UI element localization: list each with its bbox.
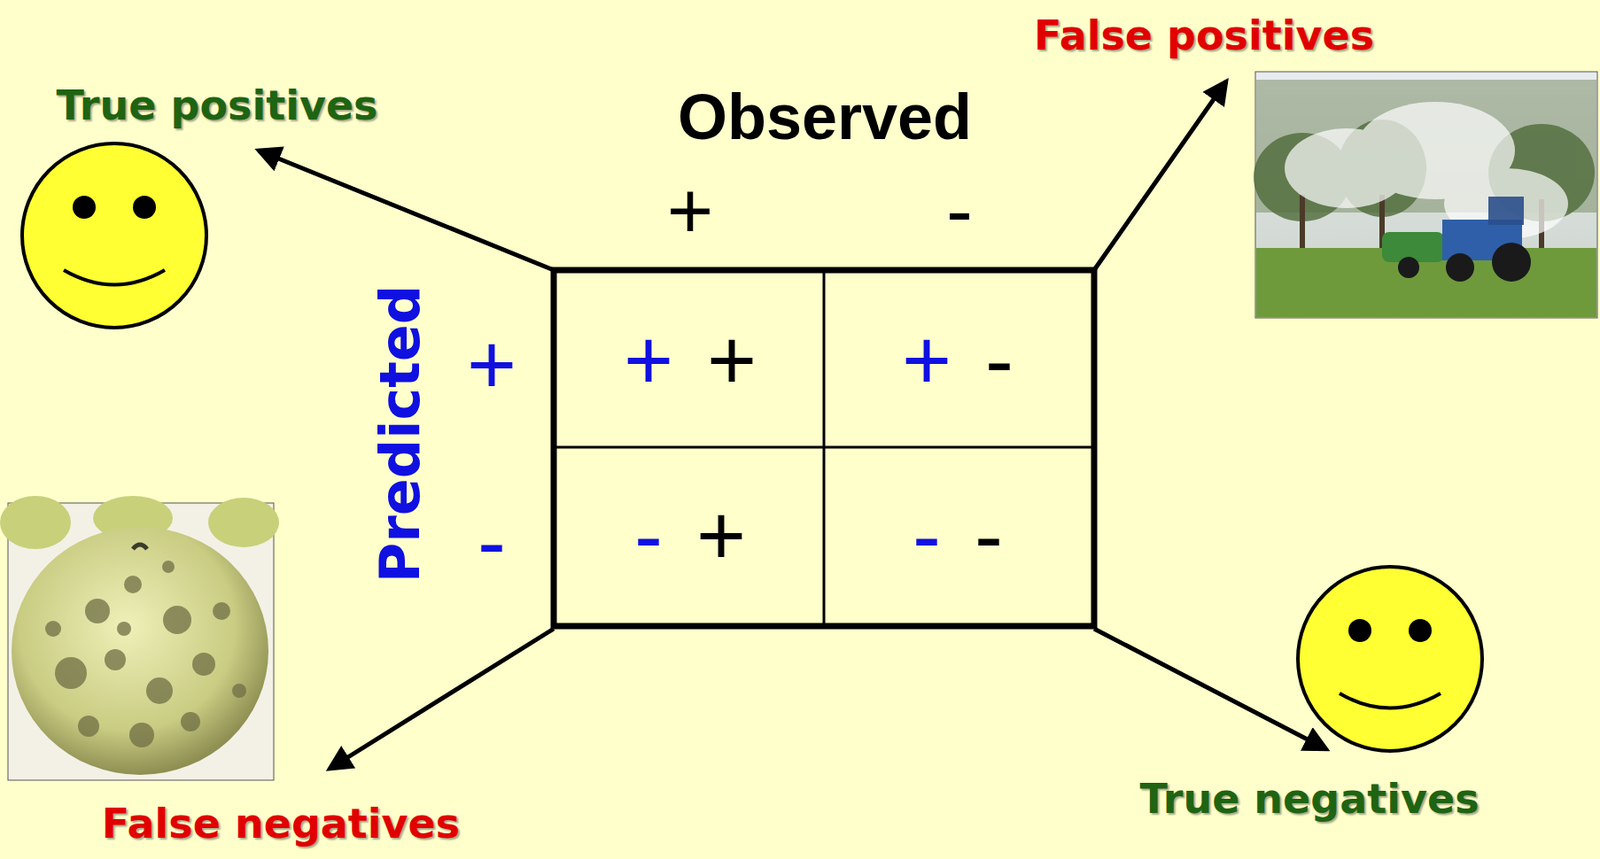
- leader-arrow: [1094, 629, 1327, 750]
- axis-value: -: [477, 499, 506, 585]
- matrix-cell: --: [827, 450, 1088, 622]
- matrix-frame: [553, 270, 1095, 627]
- outcome-label: True negatives: [1139, 778, 1479, 820]
- matrix-cell: -+: [559, 450, 821, 622]
- sprayer-photo: [1253, 71, 1598, 319]
- leader-arrow: [329, 629, 554, 769]
- matrix-divider: [553, 446, 1095, 450]
- leader-arrow: [1094, 81, 1227, 271]
- predicted-sign: +: [623, 318, 674, 404]
- predicted-sign: -: [912, 493, 941, 579]
- observed-sign: -: [985, 318, 1014, 404]
- smiley-face: [22, 143, 207, 328]
- observed-sign: +: [706, 318, 757, 404]
- matrix-cell: +-: [827, 276, 1088, 445]
- outcome-label: False positives: [1033, 15, 1375, 56]
- predicted-sign: -: [634, 493, 663, 579]
- matrix-cell: ++: [559, 276, 821, 445]
- predicted-sign: +: [901, 318, 952, 404]
- observed-sign: +: [696, 493, 746, 579]
- axis-value: +: [667, 170, 715, 251]
- apple-photo: [0, 496, 280, 781]
- outcome-label: True positives: [56, 85, 379, 126]
- smiley-face: [1297, 566, 1483, 752]
- leader-arrow: [258, 150, 554, 271]
- axis-title: Predicted: [372, 285, 428, 584]
- axis-value: +: [466, 322, 517, 408]
- outcome-label: False negatives: [101, 803, 460, 845]
- observed-sign: -: [974, 493, 1003, 579]
- axis-value: -: [946, 170, 973, 251]
- axis-title: Observed: [677, 85, 972, 149]
